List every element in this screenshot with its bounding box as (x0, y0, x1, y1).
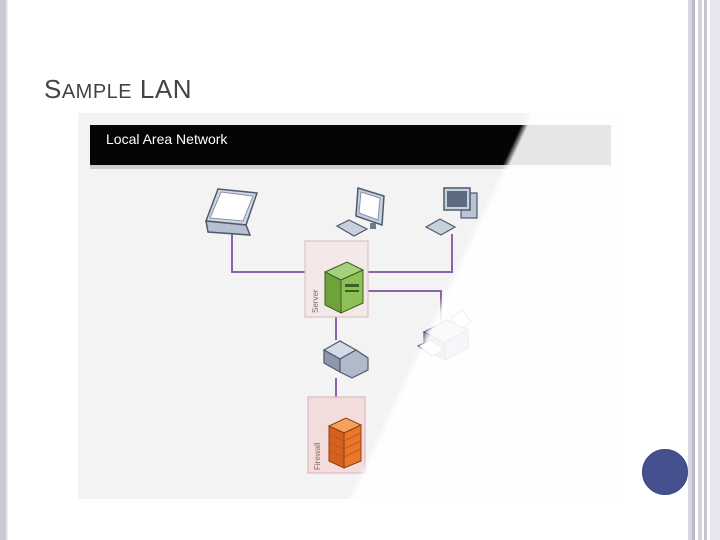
right-stripe (692, 0, 695, 540)
slide-left-border (0, 0, 6, 540)
firewall-label: Firewall (313, 442, 322, 470)
title-first-letter: S (44, 74, 62, 104)
link-laptop-server (231, 232, 305, 273)
router-icon (322, 340, 369, 379)
desktop-computer-icon (424, 187, 478, 236)
link-printer-server (368, 290, 442, 322)
slide-left-border-inner (6, 0, 8, 540)
firewall-icon (327, 417, 363, 469)
right-stripe (688, 0, 692, 540)
right-stripe (704, 0, 707, 540)
slide-nav-circle[interactable] (642, 449, 688, 495)
right-stripe (698, 0, 702, 540)
printer-icon (417, 309, 472, 361)
monitor-workstation-icon (335, 187, 385, 237)
title-second-word: LAN (139, 74, 192, 104)
link-desktop-server (368, 234, 453, 273)
laptop-icon (204, 188, 259, 236)
slide-title: SAMPLE LAN (44, 74, 192, 105)
server-tower-icon (323, 261, 365, 314)
server-label: Server (311, 289, 320, 313)
title-small-caps: AMPLE (61, 81, 133, 103)
right-stripe (710, 0, 720, 540)
